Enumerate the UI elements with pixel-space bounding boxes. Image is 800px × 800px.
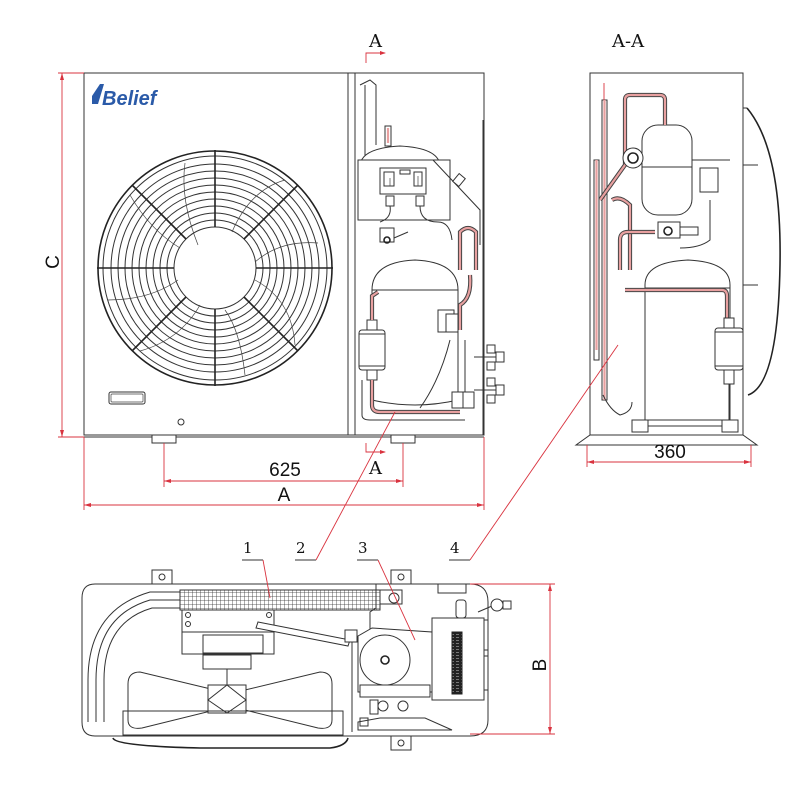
dimension-side-depth: 360 — [586, 442, 752, 467]
width-label: A — [278, 485, 291, 506]
terminal-block — [451, 631, 463, 695]
receiver-tank — [641, 124, 693, 216]
section-marker-top-label: A — [368, 31, 383, 52]
fan-motor — [202, 634, 264, 654]
dimension-width: A — [83, 437, 485, 510]
brand-logo: Belief — [92, 84, 159, 110]
side-view: A-A — [574, 31, 781, 467]
front-foot-right — [390, 434, 416, 444]
dimension-foot-spacing: 625 — [163, 443, 404, 487]
callout-4-label: 4 — [450, 539, 460, 557]
callout-3: 3 — [357, 539, 416, 641]
callout-1-label: 1 — [243, 539, 253, 557]
section-marker-bottom: A — [365, 443, 386, 479]
callout-2: 2 — [295, 411, 396, 561]
callouts: 1 2 3 4 — [242, 344, 619, 641]
foot-spacing-label: 625 — [269, 460, 301, 481]
condenser-coil — [87, 589, 381, 722]
filter-drier — [358, 329, 386, 371]
compressor-top — [357, 627, 453, 731]
fan-guard-side — [746, 107, 781, 396]
callout-1: 1 — [242, 539, 271, 599]
top-depth-label: B — [530, 659, 551, 672]
section-marker-bottom-label: A — [368, 458, 383, 479]
top-casing — [81, 583, 489, 737]
fan-blade-right — [244, 671, 333, 729]
compressor — [371, 259, 459, 406]
callout-4: 4 — [449, 344, 619, 561]
front-guard-arc — [112, 737, 349, 749]
compressor-side — [644, 259, 731, 421]
dimension-height: C — [43, 72, 84, 438]
dimension-top-depth: B — [470, 583, 555, 735]
logo-text: Belief — [102, 88, 159, 110]
side-depth-label: 360 — [654, 442, 686, 463]
height-label: C — [43, 255, 64, 269]
fan-hub — [207, 684, 247, 714]
compressor-compartment — [357, 79, 505, 435]
drain-hole — [177, 418, 185, 426]
service-valve — [379, 227, 395, 243]
logo-mark-icon — [92, 84, 104, 104]
service-connectors — [474, 344, 505, 404]
nameplate — [108, 391, 146, 405]
callout-3-label: 3 — [358, 539, 368, 557]
service-valve-top — [490, 598, 504, 612]
filter-drier-side — [714, 327, 744, 371]
fan-blade-left — [127, 671, 216, 729]
fan-guard — [97, 150, 333, 386]
front-foot-left — [151, 434, 177, 444]
section-view-title: A-A — [611, 31, 645, 52]
callout-2-label: 2 — [296, 539, 306, 557]
section-marker-top: A — [365, 31, 386, 63]
top-view: B — [81, 569, 555, 751]
front-view: Belief — [43, 31, 505, 510]
